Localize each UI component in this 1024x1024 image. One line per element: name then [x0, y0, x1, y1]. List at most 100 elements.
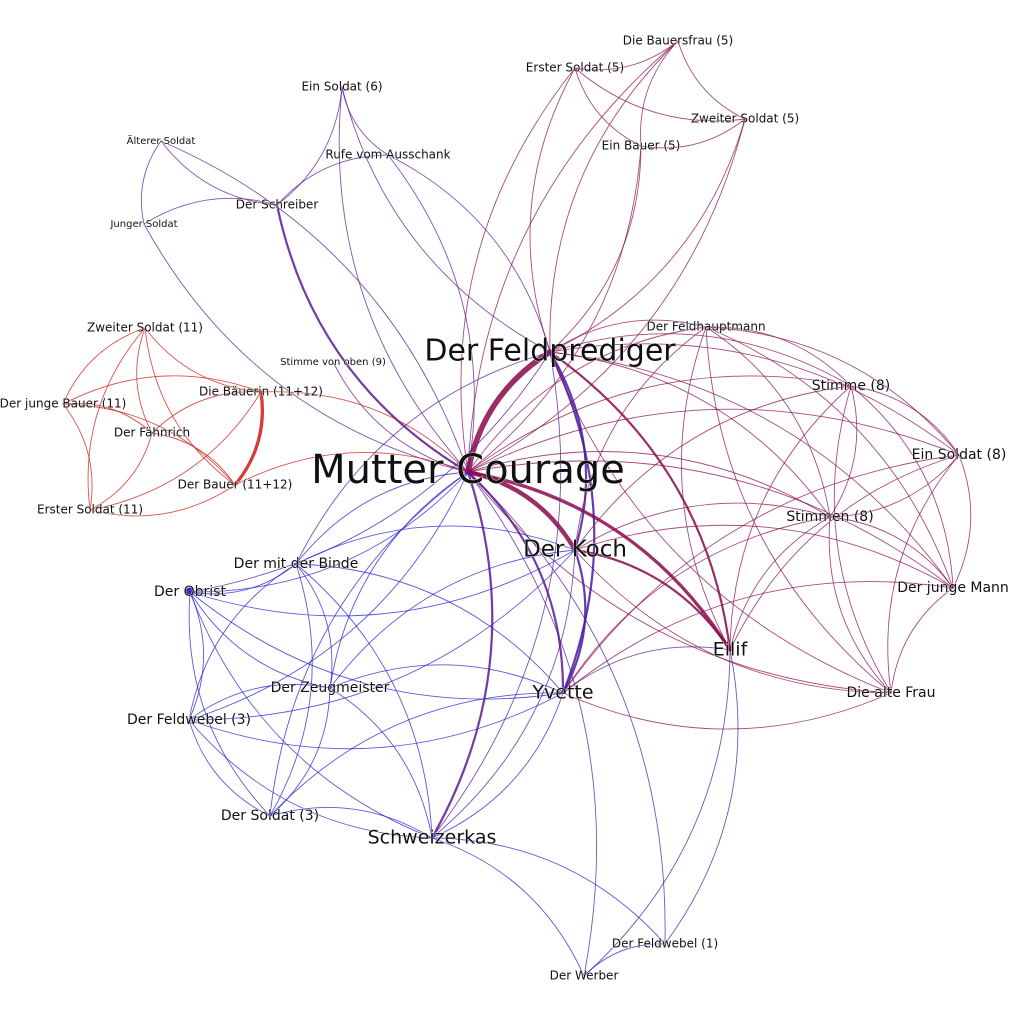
edge-feldprediger-einbauer5: [549, 145, 642, 353]
edge-yvette-altefrau: [562, 692, 892, 730]
node-label: Zweiter Soldat (11): [87, 321, 203, 335]
edge-koch-feldwebel3: [188, 549, 576, 721]
edge-aeltere-junger: [140, 140, 162, 225]
edge-mutter-erstersoldat5: [460, 67, 576, 473]
node-rufe[interactable]: Rufe vom Ausschank: [325, 147, 451, 162]
edge-eilif-stimmen8: [729, 516, 831, 651]
node-label: Der Koch: [523, 537, 627, 563]
edge-jungebauer11-bauer1112: [62, 403, 236, 486]
node-label: Yvette: [531, 682, 593, 704]
node-werber[interactable]: Der Werber: [549, 968, 619, 983]
node-mutter[interactable]: Mutter Courage: [311, 447, 626, 494]
edge-yvette-zeugmeister: [329, 664, 564, 694]
node-stimmeoben[interactable]: Stimme von oben (9): [280, 357, 387, 369]
node-erstersoldat11[interactable]: Erster Soldat (11): [37, 502, 144, 517]
node-label: Erster Soldat (11): [37, 503, 143, 517]
node-bauersfrau5[interactable]: Die Bauersfrau (5): [622, 33, 733, 48]
edge-koch-zeugmeister: [329, 549, 576, 689]
node-stimmen8[interactable]: Stimmen (8): [786, 509, 874, 526]
edge-feldprediger-stimme8: [549, 333, 852, 387]
edge-werber-feldwebel1: [583, 943, 666, 977]
node-bauer1112[interactable]: Der Bauer (11+12): [177, 477, 293, 492]
edge-feldprediger-schweizerkas: [431, 351, 562, 839]
edge-yvette-stimmen8: [562, 516, 831, 694]
edge-mutter-obrist: [189, 471, 469, 593]
edge-bauersfrau5-einbauer5: [640, 40, 679, 147]
node-label: Schweizerkas: [368, 827, 497, 849]
node-binde[interactable]: Der mit der Binde: [233, 556, 359, 573]
edge-jungemann-altefrau: [890, 587, 954, 694]
edge-feldprediger-erstersoldat5: [529, 67, 576, 353]
edge-erstersoldat5-zweitersoldat5: [574, 67, 746, 122]
edge-bauersfrau5-erstersoldat5: [574, 40, 679, 71]
edge-stimme8-einsoldat8: [850, 385, 960, 456]
node-feldhauptmann[interactable]: Der Feldhauptmann: [646, 319, 766, 334]
edge-mutter-binde: [295, 471, 469, 565]
node-faehnrich[interactable]: Der Fähnrich: [113, 425, 190, 440]
edge-obrist-soldat3: [188, 591, 271, 817]
node-schweizerkas[interactable]: Schweizerkas: [367, 826, 497, 849]
edge-rufe-schreiber: [276, 154, 389, 206]
edge-obrist-binde: [189, 563, 297, 595]
node-feldwebel3[interactable]: Der Feldwebel (3): [127, 712, 252, 729]
node-schreiber[interactable]: Der Schreiber: [235, 197, 319, 212]
node-zeugmeister[interactable]: Der Zeugmeister: [270, 680, 390, 697]
edge-zeugmeister-soldat3: [269, 687, 331, 817]
edge-feldhauptmann-jungemann: [705, 326, 954, 589]
edge-mutter-bauersfrau5: [467, 40, 679, 473]
node-label: Der Bauer (11+12): [178, 478, 293, 492]
node-label: Zweiter Soldat (5): [691, 112, 799, 126]
node-einsoldat6[interactable]: Ein Soldat (6): [301, 79, 383, 94]
edge-faehnrich-bauerin: [151, 391, 262, 434]
node-altefrau[interactable]: Die alte Frau: [846, 685, 936, 702]
edge-mutter-zeugmeister: [329, 471, 469, 689]
edge-yvette-eilif: [562, 646, 731, 694]
node-label: Der Fähnrich: [114, 426, 190, 440]
node-jungebauer11[interactable]: Der junge Bauer (11): [0, 396, 127, 411]
node-koch[interactable]: Der Koch: [523, 536, 628, 563]
node-obrist[interactable]: Der Obrist: [154, 584, 227, 601]
node-label: Junger Soldat: [109, 219, 177, 230]
node-bauerin[interactable]: Die Bäuerin (11+12): [199, 384, 324, 399]
node-einsoldat8[interactable]: Ein Soldat (8): [911, 447, 1007, 464]
node-zweitersoldat5[interactable]: Zweiter Soldat (5): [690, 111, 799, 126]
node-jungemann[interactable]: Der junge Mann: [897, 580, 1009, 597]
edge-mutter-rufe: [387, 154, 475, 473]
edge-feldprediger-bauersfrau5: [549, 40, 679, 353]
node-erstersoldat5[interactable]: Erster Soldat (5): [525, 60, 624, 75]
node-aeltere[interactable]: Älterer Soldat: [126, 134, 196, 148]
edge-mutter-feldwebel3: [188, 471, 469, 721]
node-label: Stimme (8): [812, 378, 890, 394]
node-stimme8[interactable]: Stimme (8): [811, 378, 890, 395]
edge-feldwebel3-soldat3: [188, 719, 271, 817]
node-label: Die alte Frau: [847, 685, 936, 701]
edge-binde-soldat3: [269, 563, 313, 817]
node-zweitersoldat11[interactable]: Zweiter Soldat (11): [87, 320, 204, 335]
node-junger[interactable]: Junger Soldat: [109, 219, 178, 231]
edge-yvette-feldwebel3: [188, 692, 564, 750]
node-einbauer5[interactable]: Ein Bauer (5): [601, 138, 681, 153]
node-label: Älterer Soldat: [127, 134, 196, 147]
edge-eilif-feldwebel1: [664, 649, 739, 945]
node-label: Der Obrist: [154, 584, 226, 600]
edge-mutter-einbauer5: [467, 145, 642, 473]
node-yvette[interactable]: Yvette: [531, 681, 594, 704]
node-label: Erster Soldat (5): [526, 61, 624, 75]
node-soldat3[interactable]: Der Soldat (3): [221, 808, 320, 825]
edge-junger-schreiber: [143, 197, 278, 225]
node-feldwebel1[interactable]: Der Feldwebel (1): [611, 936, 718, 951]
edge-mutter-altefrau: [467, 471, 892, 694]
node-feldprediger[interactable]: Der Feldprediger: [424, 333, 677, 369]
edge-mutter-feldwebel1: [467, 471, 666, 945]
edge-eilif-werber: [583, 649, 731, 977]
edge-zweitersoldat11-bauer1112: [144, 327, 236, 486]
edge-einsoldat6-rufe: [341, 86, 389, 156]
edge-yvette-binde: [295, 563, 564, 694]
edge-jungebauer11-faehnrich: [62, 402, 153, 434]
edge-bauersfrau5-zweitersoldat5: [677, 40, 746, 120]
edge-bauerin-erstersoldat11: [89, 391, 262, 511]
node-eilif[interactable]: Eilif: [712, 638, 749, 661]
edge-obrist-feldwebel3: [188, 591, 205, 721]
edge-koch-altefrau: [574, 549, 892, 694]
